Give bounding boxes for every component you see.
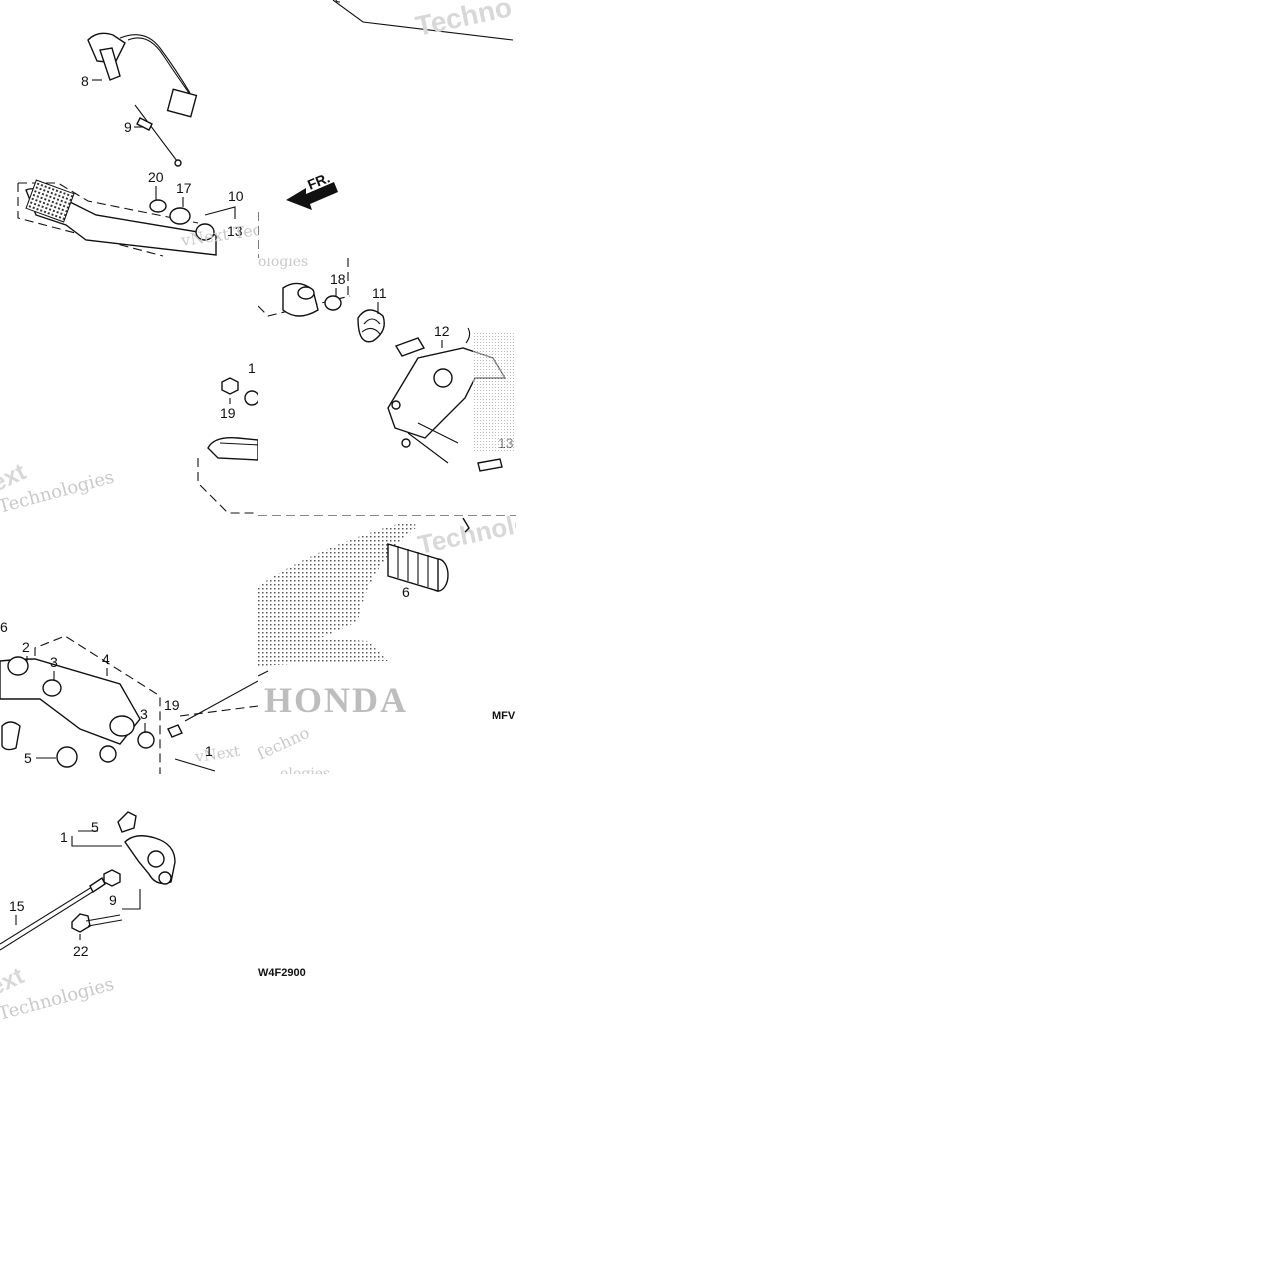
callout: 4	[102, 651, 110, 667]
callout: 8	[81, 73, 89, 89]
watermark: vNext	[193, 742, 241, 766]
rod-end	[1, 721, 21, 751]
callout: 18	[330, 271, 346, 287]
switch-connector	[166, 88, 198, 118]
tile-code: W4F2900	[258, 774, 516, 1032]
watermark: vNext Tec	[179, 220, 258, 250]
callout: 22	[73, 943, 89, 959]
callout: 19	[164, 697, 180, 713]
callout: 15	[9, 898, 25, 914]
callout: 3	[140, 706, 148, 722]
bolt-13	[477, 458, 503, 472]
front-arrow-label: FR.	[305, 169, 332, 192]
watermark: ext	[0, 962, 28, 1001]
washer-16	[244, 390, 258, 406]
spring	[136, 117, 153, 131]
callout: 13	[227, 223, 243, 239]
bush-3a	[42, 679, 62, 697]
pivot-shaft	[207, 437, 258, 461]
callout: 17	[176, 180, 192, 196]
diagram-code: MFV	[492, 710, 516, 722]
callout: 5	[24, 750, 32, 766]
washer-21	[149, 199, 167, 213]
callout: 1	[205, 743, 213, 759]
callout: 20	[148, 169, 164, 185]
callout: 1	[60, 829, 68, 845]
bush-10	[195, 223, 215, 241]
callout: 2	[22, 639, 30, 655]
pivot-bolt	[394, 337, 426, 357]
tile-fr-arrow: Techno FR.	[258, 0, 516, 258]
callout: 10	[228, 188, 244, 204]
bush-2	[7, 656, 29, 676]
tile-brake-rod: 1 5 9 15 22 ext Technologies	[0, 774, 258, 1032]
honda-logo-text: HONDA	[264, 680, 408, 720]
small-nut	[462, 517, 470, 533]
callout: 12	[434, 323, 450, 339]
peg-rubber-6	[387, 543, 449, 592]
bolt-head-5	[56, 746, 78, 768]
switch-stem	[99, 47, 121, 81]
bush-3b	[137, 731, 155, 749]
nut-9	[103, 869, 121, 887]
tile-linkage-arm: 6 2 3 4 3 19 5 vNext 1	[0, 516, 258, 774]
honda-wing-logo	[258, 521, 418, 661]
callout: 9	[109, 892, 117, 908]
link-arm-4	[0, 658, 141, 745]
diagram-code: W4F2900	[258, 967, 306, 979]
switch-cable	[119, 34, 191, 94]
bolt-head-22	[71, 913, 91, 933]
callout: 6	[0, 619, 8, 635]
washer-17	[169, 207, 191, 225]
callout: 3	[50, 654, 58, 670]
switch-body	[87, 32, 126, 64]
callout: 9	[124, 119, 132, 135]
tile-bracket: ologies 18 11 12 13	[258, 258, 516, 516]
nut-19	[167, 724, 183, 738]
watermark: Techno	[413, 0, 515, 42]
spring-rod	[134, 104, 181, 166]
return-spring	[357, 309, 385, 343]
callout: 11	[372, 285, 387, 301]
tile-peg-rubber: HONDA Technologies 6 MFV Techno ologies	[258, 516, 516, 774]
tile-pedal-switch: 8 9 20 17 10 13 vNext Tec	[0, 0, 258, 258]
watermark: ologies	[258, 258, 308, 270]
tile-pivot-nut: 19 1 ext Technologies	[0, 258, 258, 516]
watermark: ologies	[280, 766, 330, 774]
callout: 19	[220, 405, 236, 421]
washer-18	[324, 295, 342, 311]
nut-20	[221, 377, 239, 395]
front-arrow	[286, 182, 338, 210]
callout: 5	[91, 819, 99, 835]
callout: 1	[248, 360, 256, 376]
nut-5	[117, 811, 137, 833]
brake-rod-15	[0, 881, 101, 945]
callout: 6	[402, 584, 410, 600]
watermark: Techno	[258, 723, 312, 765]
